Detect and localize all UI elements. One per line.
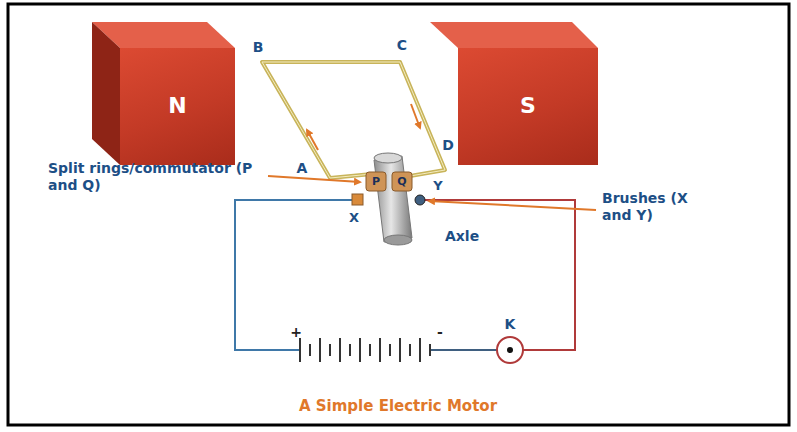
armature-coil xyxy=(262,62,445,178)
split-ring xyxy=(392,172,412,191)
key-dot xyxy=(507,347,513,353)
current-arrow xyxy=(411,104,420,128)
corner-label: D xyxy=(442,137,454,154)
axle-end xyxy=(374,153,402,163)
pole-letter: S xyxy=(520,94,536,118)
terminal-sign: - xyxy=(437,324,443,341)
battery-symbol xyxy=(300,338,430,362)
split-ring xyxy=(366,172,386,191)
pole-letter: N xyxy=(168,94,186,118)
corner-label: A xyxy=(297,160,308,177)
wire xyxy=(430,349,497,351)
key-label: K xyxy=(505,316,516,333)
axle-end xyxy=(384,235,412,245)
part-label: Split rings/commutator (P and Q) xyxy=(48,160,263,194)
corner-label: B xyxy=(253,39,264,56)
wire xyxy=(424,200,575,350)
north-magnet: N xyxy=(120,48,235,165)
brush xyxy=(352,194,363,205)
wire xyxy=(235,200,356,350)
corner-label: C xyxy=(397,37,407,54)
part-label: Axle xyxy=(445,228,479,245)
leader-line xyxy=(429,201,596,210)
axle-cylinder xyxy=(374,156,412,242)
key-switch xyxy=(497,337,523,363)
ring-label: P xyxy=(372,175,380,188)
magnet-side-face xyxy=(92,22,120,165)
frame-border xyxy=(8,4,789,425)
magnet-top-face xyxy=(430,22,598,48)
armature-coil-highlight xyxy=(262,62,445,178)
south-magnet: S xyxy=(458,48,598,165)
leader-line xyxy=(268,176,360,182)
brush-label: Y xyxy=(433,178,442,194)
brush-label: X xyxy=(349,210,359,226)
ring-label: Q xyxy=(397,175,406,188)
part-label: Brushes (X and Y) xyxy=(602,190,722,224)
brush xyxy=(415,195,425,205)
terminal-sign: + xyxy=(290,324,302,341)
current-arrow xyxy=(307,130,318,150)
caption-text: A Simple Electric Motor xyxy=(299,397,497,415)
